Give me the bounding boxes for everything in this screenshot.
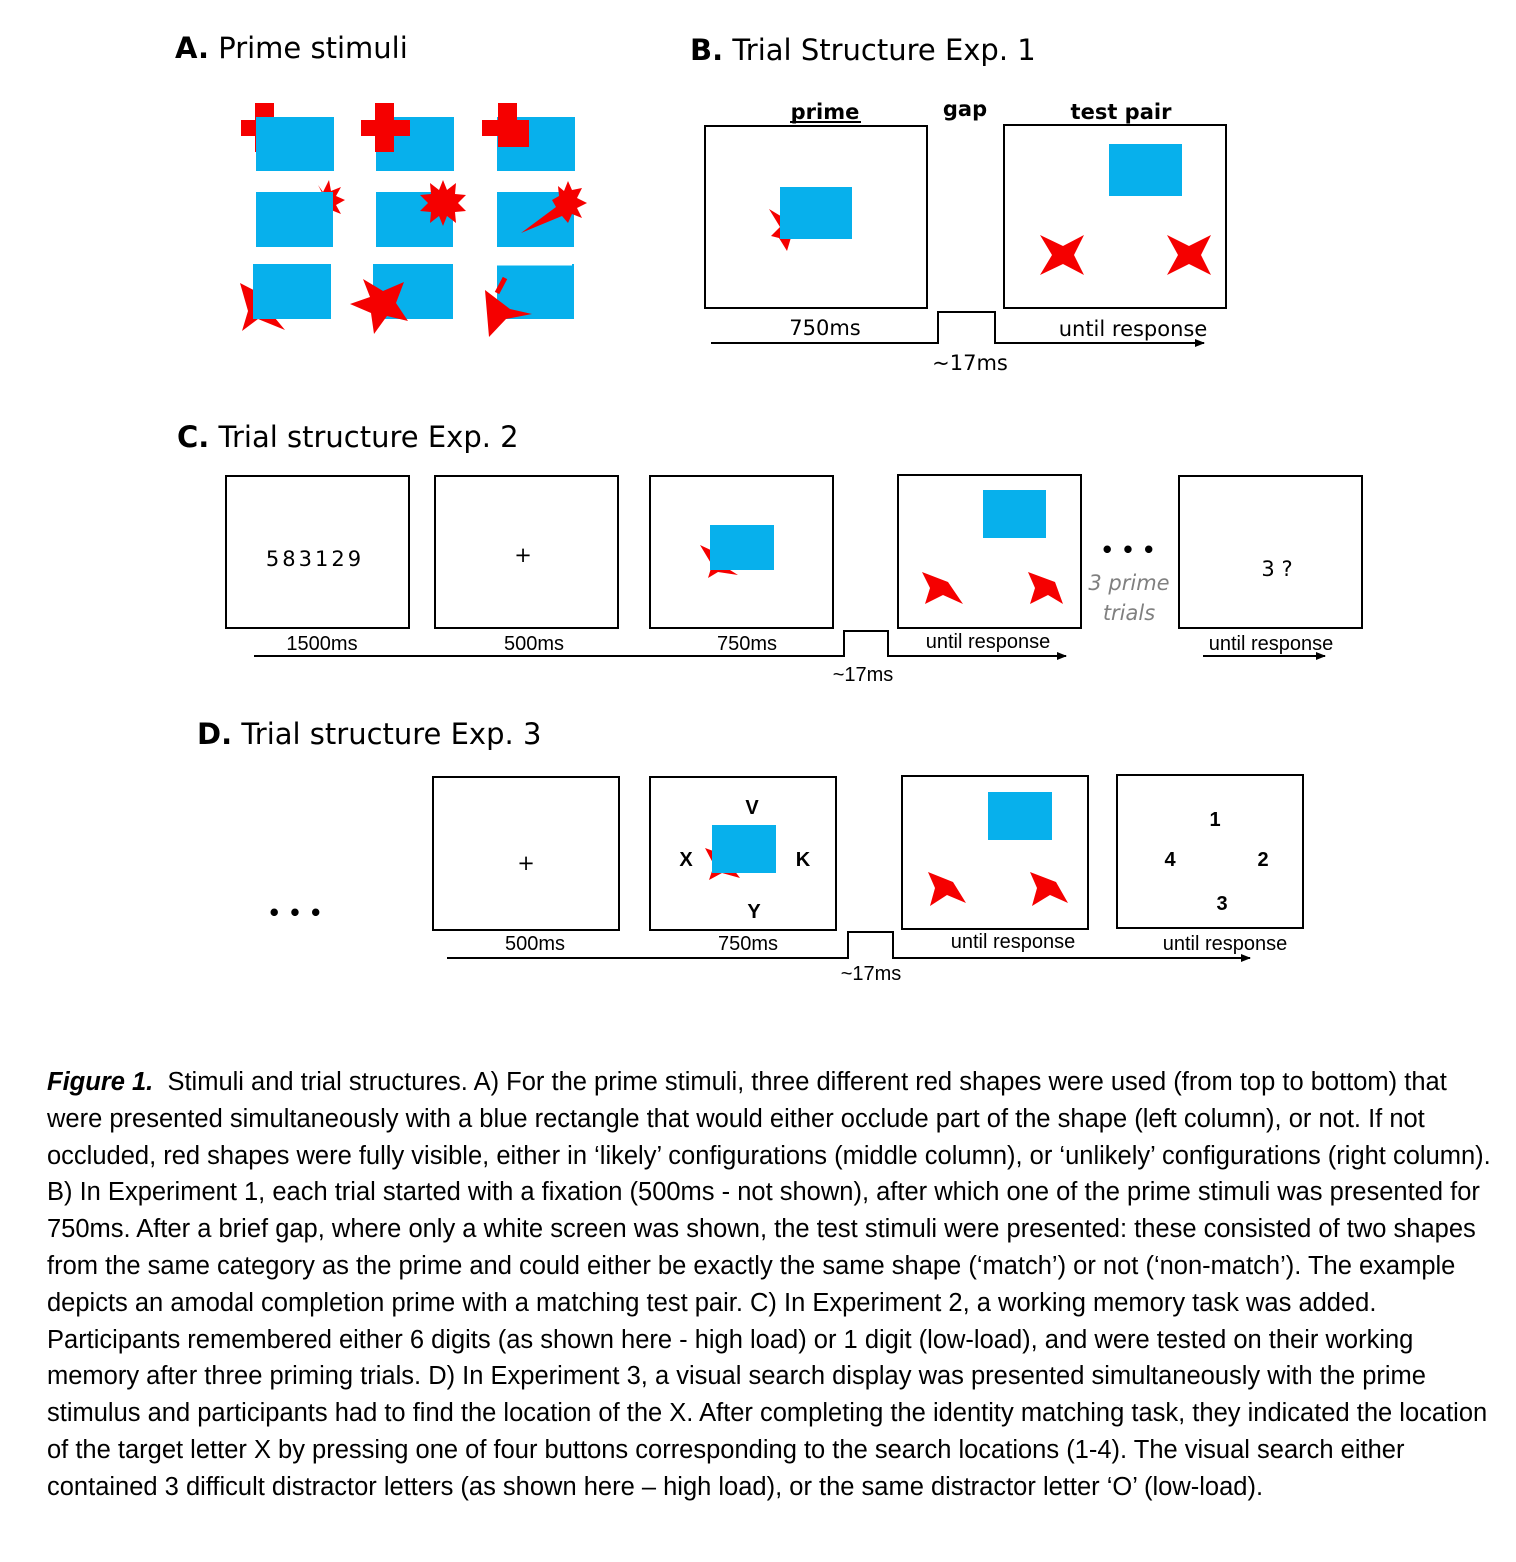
prime-trials-line1: 3 prime [1088,571,1169,595]
prime-screen-exp2 [649,475,834,629]
test-pair-label: test pair [1071,100,1173,124]
panel-d-heading: D. Trial structure Exp. 3 [197,717,541,751]
test-shape-right-exp2 [1028,572,1063,604]
test-shape-left-exp3 [928,872,966,906]
location-number-4: 4 [1164,849,1176,871]
memory-test-screen [1178,475,1363,629]
test-star-left [1040,235,1084,275]
prime-duration: 750ms [789,316,860,340]
panel-d: D. Trial structure Exp. 3 • • • + V X K … [197,717,1304,985]
ellipsis-exp2: • • • [1101,538,1156,562]
prime-duration-exp2: 750ms [717,633,777,655]
fixation-duration-exp3: 500ms [505,933,565,955]
gap-duration-exp3: ~17ms [841,963,902,985]
search-letter-left: X [679,849,693,871]
prime-duration-exp3: 750ms [718,933,778,955]
prime-stimulus-star-occluded [240,264,331,331]
prime-stimulus-burst-likely [376,180,466,247]
memory-question: 3 ? [1261,557,1292,581]
search-letter-right: K [796,849,811,871]
timeline-exp2-part1 [254,630,1067,660]
location-response-duration: until response [1163,933,1288,955]
prime-stimulus-star-unlikely [485,262,574,337]
location-number-2: 2 [1257,849,1268,871]
fixation-screen-exp3 [432,776,620,931]
ellipsis-exp3: • • • [268,901,323,925]
caption-text: Stimuli and trial structures. A) For the… [47,1068,1491,1501]
panel-a: A. Prime stimuli [175,31,587,337]
panel-a-letter: A. [175,31,209,65]
test-pair-rect [1109,144,1182,196]
panel-d-title: Trial structure Exp. 3 [240,717,541,751]
digits-duration: 1500ms [286,633,357,655]
gap-duration-exp2: ~17ms [833,664,894,686]
test-pair-screen-exp3 [901,775,1089,930]
gap-duration: ~17ms [932,351,1008,375]
timeline-exp1 [711,311,1205,347]
fixation-screen-exp2 [434,475,619,629]
panel-c-title: Trial structure Exp. 2 [218,420,519,454]
gap-label: gap [943,97,987,121]
search-letter-top: V [745,797,759,819]
prime-label: prime [791,100,860,124]
memory-test-duration: until response [1209,633,1334,655]
location-number-1: 1 [1209,809,1220,831]
test-pair-rect-exp3 [988,792,1052,840]
caption-label: Figure 1. [47,1068,154,1096]
panel-b-letter: B. [690,33,723,67]
prime-occluder-rect [780,187,852,239]
panel-c: C. Trial structure Exp. 2 583129 + • • •… [177,420,1363,686]
prime-stimulus-star-likely [350,264,453,334]
prime-stimulus-burst-unlikely [497,181,587,247]
prime-stimulus-burst-occluded [256,180,345,247]
figure-panels: A. Prime stimuli [175,31,1363,985]
prime-trials-line2: trials [1103,601,1155,625]
timeline-exp3 [447,931,1251,962]
fixation-duration-exp2: 500ms [504,633,564,655]
figure-caption: Figure 1. Stimuli and trial structures. … [47,1064,1499,1506]
prime-screen [704,125,928,309]
test-shape-right-exp3 [1030,872,1068,906]
panel-a-heading: A. Prime stimuli [175,31,408,65]
test-pair-screen [1003,124,1227,309]
panel-b-heading: B. Trial Structure Exp. 1 [690,33,1036,67]
test-star-right [1167,235,1211,275]
prime-occluder-rect-exp3 [712,825,776,873]
panel-d-letter: D. [197,717,232,751]
panel-c-letter: C. [177,420,209,454]
test-pair-screen-exp2 [897,474,1082,629]
memory-digits: 583129 [266,547,364,571]
test-duration-exp3: until response [951,931,1076,953]
test-duration-exp2: until response [926,631,1051,653]
panel-c-heading: C. Trial structure Exp. 2 [177,420,519,454]
prime-occluder-rect-exp2 [710,525,774,570]
prime-stimulus-cross-unlikely [482,103,575,171]
test-pair-rect-exp2 [983,490,1046,538]
location-response-screen [1116,774,1304,929]
location-number-3: 3 [1216,893,1227,915]
search-letter-bottom: Y [747,901,761,923]
panel-a-title: Prime stimuli [218,31,408,65]
panel-b-title: Trial Structure Exp. 1 [731,33,1035,67]
test-duration: until response [1059,317,1208,341]
test-shape-left-exp2 [922,572,963,604]
fixation-cross-exp3: + [517,851,535,875]
fixation-cross: + [514,543,532,567]
digits-screen [225,475,410,629]
panel-b: B. Trial Structure Exp. 1 prime gap test… [690,33,1227,375]
prime-stimulus-cross-occluded [241,103,334,171]
prime-search-screen [649,776,837,931]
prime-stimulus-cross-likely [361,103,454,171]
